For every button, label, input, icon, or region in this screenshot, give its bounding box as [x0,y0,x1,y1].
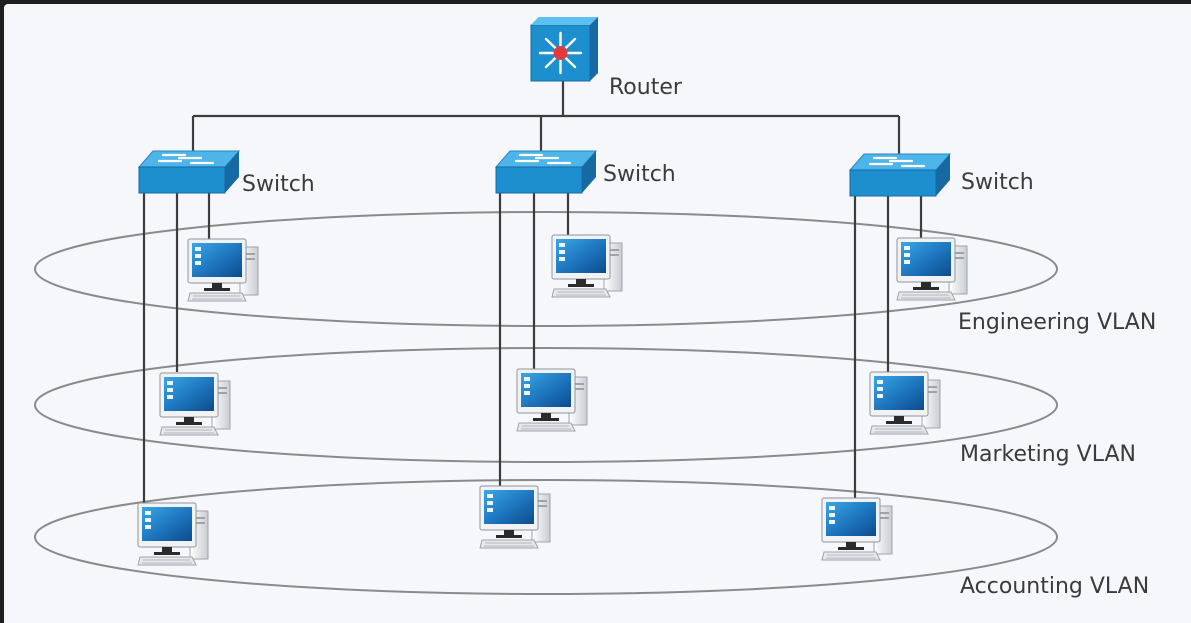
marketing-vlan-label: Marketing VLAN [960,442,1136,467]
computer-icon [516,368,588,432]
computer-icon [896,237,968,301]
router-icon [530,17,598,82]
engineering-vlan-label: Engineering VLAN [958,310,1157,335]
computer-icon [869,371,941,435]
router-label: Router [609,75,682,100]
computer-icon [137,502,209,566]
switch-icon [494,149,598,195]
computer-icon [821,497,893,561]
engineering-vlan-ring [34,211,1058,327]
computer-icon [159,372,231,436]
diagram-canvas: Router Switch Switch Switch Engineering … [4,4,1191,623]
computer-icon [479,485,551,549]
accounting-vlan-ring [34,479,1058,595]
marketing-vlan-ring [34,347,1058,463]
connection-lines [142,80,923,506]
switch-label: Switch [961,170,1034,195]
switch-label: Switch [242,172,315,197]
network-diagram [34,17,1058,595]
switch-label: Switch [603,162,676,187]
switch-icon [848,152,952,198]
computer-icon [187,238,259,302]
accounting-vlan-label: Accounting VLAN [960,574,1150,599]
switch-icon [137,149,241,195]
computer-icon [551,234,623,298]
